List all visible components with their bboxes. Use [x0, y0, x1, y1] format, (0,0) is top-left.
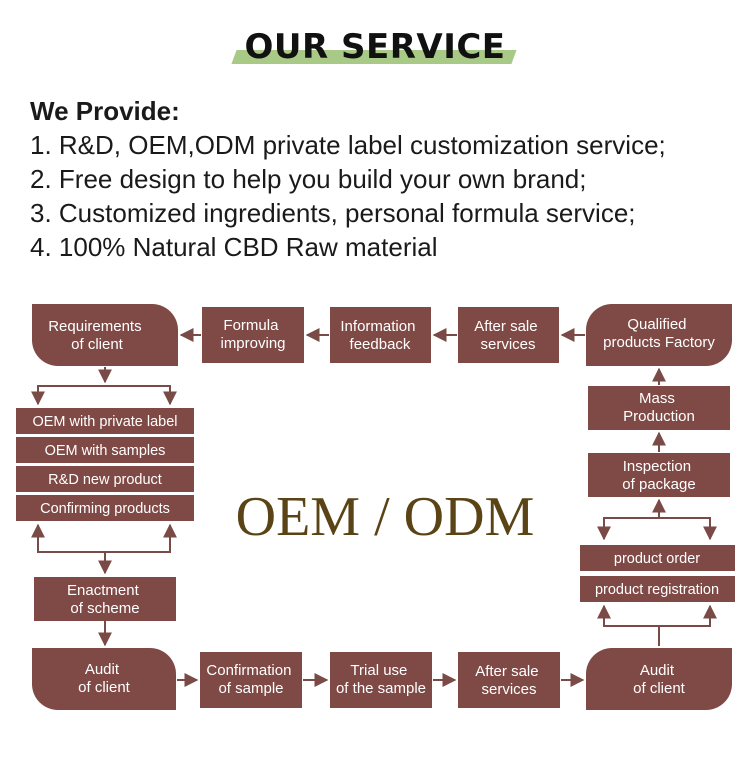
provide-item-3: 3. Customized ingredients, personal form…	[30, 198, 636, 228]
provide-item-1: 1. R&D, OEM,ODM private label customizat…	[30, 130, 666, 160]
option-oem-private-label: OEM with private label	[16, 408, 194, 434]
node-enactment-of-scheme: Enactment of scheme	[34, 577, 176, 621]
svg-text:Information feedback: Information feedback	[340, 318, 419, 353]
provide-section: We Provide: 1. R&D, OEM,ODM private labe…	[30, 94, 740, 264]
node-formula-improving: Formula improving	[202, 307, 304, 363]
node-after-sale-services-top: After sale services	[458, 307, 559, 363]
svg-text:Audit of client: Audit of client	[633, 662, 686, 697]
center-label: OEM / ODM	[236, 486, 535, 548]
branch-connector	[37, 385, 171, 403]
svg-text:OEM with samples: OEM with samples	[45, 443, 166, 459]
svg-text:Confirmation of sample: Confirmation of sample	[206, 662, 295, 697]
node-qualified-products-factory: Qualified products Factory	[586, 304, 732, 366]
node-audit-of-client-right: Audit of client	[586, 648, 732, 710]
svg-text:After sale services: After sale services	[474, 318, 542, 353]
merge-connector	[37, 538, 171, 553]
svg-text:Inspection of package: Inspection of package	[622, 458, 695, 493]
node-inspection-of-package: Inspection of package	[588, 453, 730, 497]
header: OUR SERVICE	[0, 22, 750, 72]
provide-heading: We Provide:	[30, 96, 180, 126]
node-mass-production: Mass Production	[588, 386, 730, 430]
svg-text:After sale services: After sale services	[475, 663, 543, 698]
oem-odm-flow-diagram: OEM / ODM Requirements of client Formula…	[16, 304, 735, 710]
svg-text:Mass Production: Mass Production	[623, 390, 695, 425]
option-rd-new-product: R&D new product	[16, 466, 194, 492]
svg-text:R&D new product: R&D new product	[48, 472, 162, 488]
option-oem-samples: OEM with samples	[16, 437, 194, 463]
merge-connector	[603, 517, 711, 534]
step-product-registration: product registration	[580, 576, 735, 602]
node-information-feedback: Information feedback	[330, 307, 431, 363]
svg-text:Audit of client: Audit of client	[78, 661, 131, 696]
provide-item-2: 2. Free design to help you build your ow…	[30, 164, 587, 194]
svg-text:Qualified products Facto: Qualified products Factory	[603, 316, 715, 351]
node-confirmation-of-sample: Confirmation of sample	[200, 652, 302, 708]
node-audit-of-client-left: Audit of client	[32, 648, 176, 710]
svg-text:product registration: product registration	[595, 582, 719, 598]
svg-text:Confirming products: Confirming products	[40, 501, 170, 517]
step-product-order: product order	[580, 545, 735, 571]
node-label: Requirements of client	[48, 318, 146, 353]
svg-text:product order: product order	[614, 551, 700, 567]
svg-text:OEM with private label: OEM with private label	[32, 414, 177, 430]
svg-text:Enactment of scheme: Enactment of scheme	[67, 582, 143, 617]
page-title: OUR SERVICE	[244, 27, 506, 67]
option-confirming-products: Confirming products	[16, 495, 194, 521]
svg-text:Trial use of the sample: Trial use of the sample	[336, 662, 426, 697]
node-requirements-of-client: Requirements of client	[32, 304, 178, 366]
provide-item-4: 4. 100% Natural CBD Raw material	[30, 232, 438, 262]
node-after-sale-services-bottom: After sale services	[458, 652, 560, 708]
node-trial-use-of-sample: Trial use of the sample	[330, 652, 432, 708]
svg-text:Formula improving: Formula improving	[220, 317, 285, 352]
branch-connector	[603, 620, 711, 627]
